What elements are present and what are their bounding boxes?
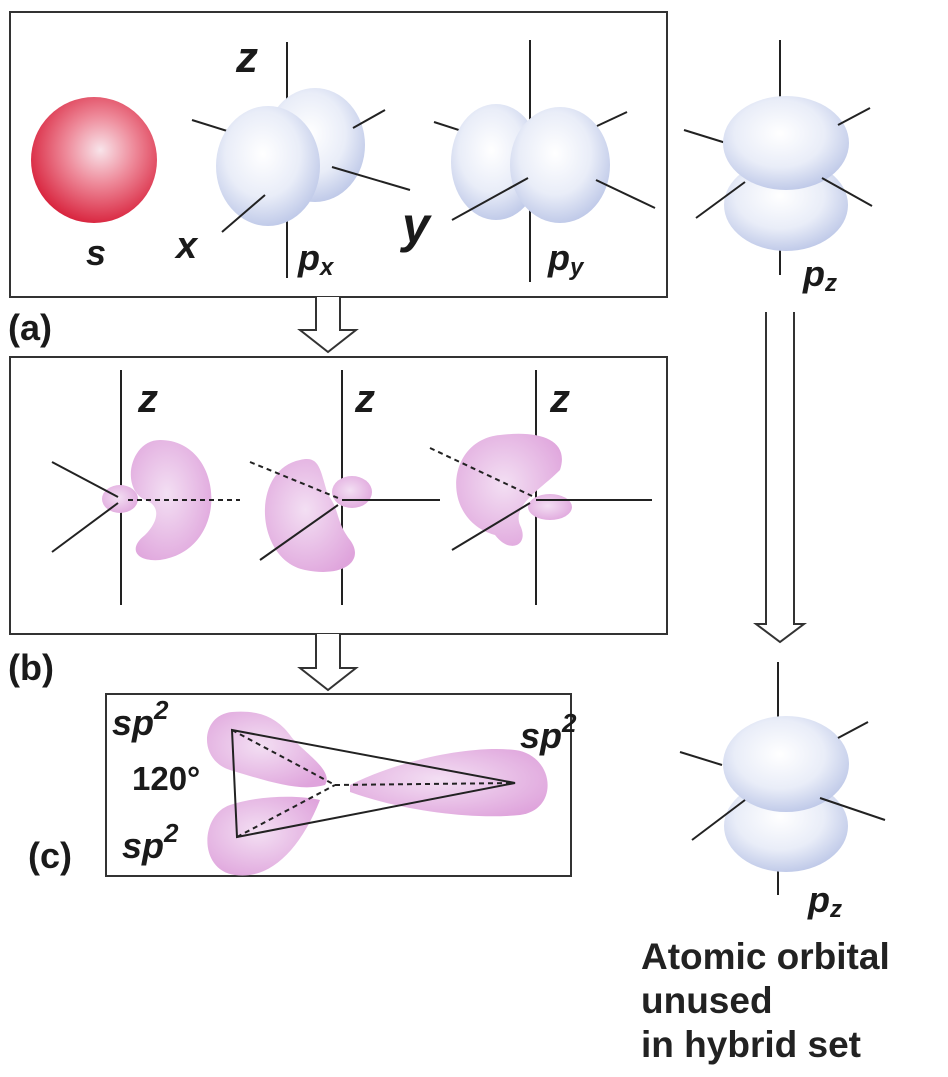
- hybrid-label-bottom: sp2: [122, 818, 179, 866]
- orbital-label-s: s: [86, 232, 106, 273]
- hybrid-lobe-right: [350, 749, 548, 817]
- orbital-label-px: px: [297, 237, 335, 281]
- trigonal-triangle: [230, 728, 516, 839]
- orbital-label-pz: pz: [802, 253, 837, 297]
- panel-b: z z z (b): [8, 356, 668, 688]
- py-orbital: [433, 40, 656, 282]
- caption-line-2: unused: [641, 980, 773, 1021]
- caption-line-1: Atomic orbital: [641, 936, 890, 977]
- arrow-b-to-c: [297, 634, 359, 692]
- arrow-a-to-b: [297, 297, 359, 354]
- hybrid-lobe-lower: [207, 796, 320, 876]
- s-orbital: [31, 97, 157, 223]
- panel-b-axis-label-1: z: [137, 377, 158, 421]
- hybrid-label-right: sp2: [520, 708, 577, 756]
- panel-a: z x y s px py pz (a): [8, 11, 873, 348]
- panel-c-label: (c): [28, 835, 72, 876]
- hybrid-orbital-1: [51, 370, 240, 605]
- axis-label-x: x: [174, 225, 199, 267]
- hybrid-orbital-3: [429, 370, 652, 605]
- bond-axis-upper: [231, 729, 336, 786]
- panel-b-label: (b): [8, 647, 54, 688]
- px-orbital: [191, 42, 411, 278]
- panel-c-frame: [105, 693, 572, 877]
- panel-b-axis-label-2: z: [354, 377, 375, 421]
- bond-axis-right: [334, 782, 516, 786]
- caption-line-3: in hybrid set: [641, 1024, 861, 1065]
- pz-orbital: [683, 40, 873, 275]
- unused-pz-orbital: pz: [679, 662, 886, 923]
- bond-axis-lower: [236, 784, 336, 838]
- bond-angle-label: 120°: [132, 760, 200, 797]
- unused-orbital-caption: Atomic orbital unused in hybrid set: [641, 935, 946, 1067]
- panel-c: sp2 sp2 sp2 120° (c): [28, 693, 577, 877]
- hybrid-label-top: sp2: [112, 695, 169, 743]
- hybrid-orbital-2: [249, 370, 440, 605]
- unused-orbital-label: pz: [807, 879, 842, 923]
- arrow-pz-to-unused: [753, 312, 807, 644]
- panel-a-label: (a): [8, 307, 52, 348]
- axis-label-z: z: [235, 33, 258, 82]
- panel-b-axis-label-3: z: [549, 377, 570, 421]
- orbital-label-py: py: [547, 237, 585, 281]
- axis-label-y: y: [399, 197, 432, 253]
